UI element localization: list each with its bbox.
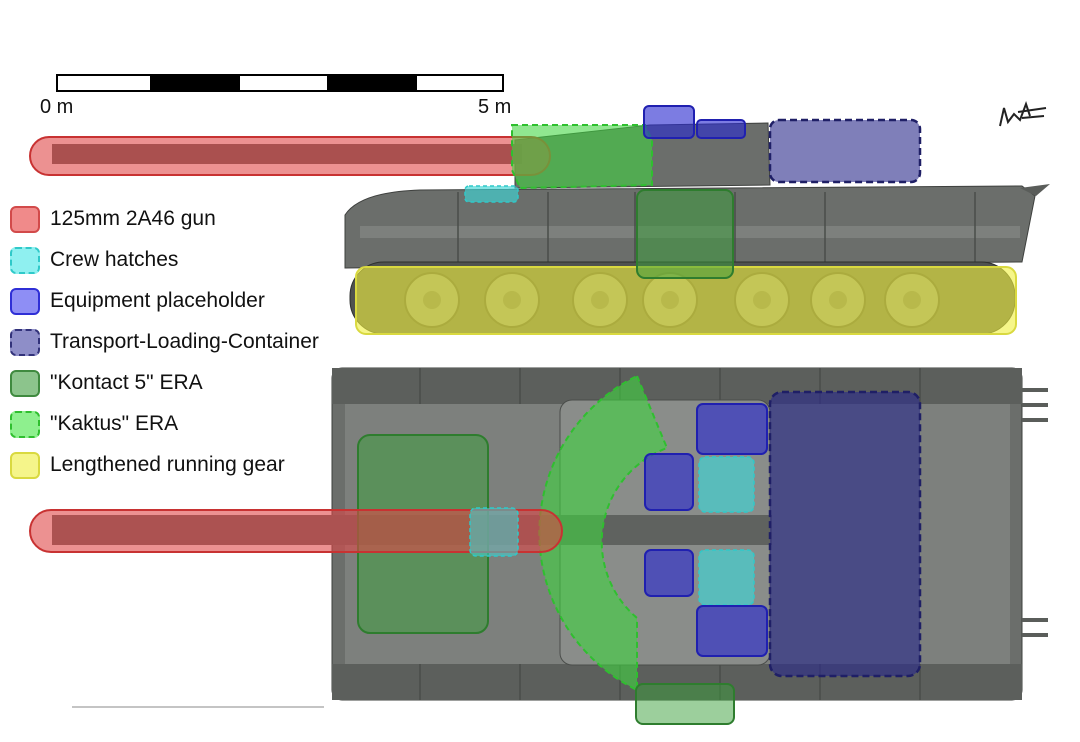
top-equipment-overlay-3 bbox=[696, 403, 768, 455]
scale-start-label: 0 m bbox=[40, 96, 74, 118]
side-equipment-overlay-1 bbox=[643, 105, 695, 139]
top-hatch-overlay-1 bbox=[698, 456, 755, 513]
legend-item-equipment: Equipment placeholder bbox=[10, 282, 380, 323]
legend-label-equipment: Equipment placeholder bbox=[50, 289, 265, 312]
legend-item-crew-hatches: Crew hatches bbox=[10, 241, 380, 282]
legend-label-crew-hatches: Crew hatches bbox=[50, 248, 179, 271]
legend-swatch-crew-hatches bbox=[10, 247, 40, 274]
top-equipment-overlay-4 bbox=[696, 605, 768, 657]
side-hatch-overlay bbox=[464, 185, 519, 203]
top-gun-overlay bbox=[29, 509, 563, 553]
legend-swatch-running-gear bbox=[10, 452, 40, 479]
top-hatch-overlay-gun bbox=[469, 507, 519, 557]
legend-swatch-container bbox=[10, 329, 40, 356]
legend-swatch-kontact5 bbox=[10, 370, 40, 397]
side-container-overlay bbox=[768, 118, 922, 184]
top-hatch-overlay-2 bbox=[698, 549, 755, 606]
top-rear-pipes bbox=[1022, 388, 1048, 637]
legend-swatch-equipment bbox=[10, 288, 40, 315]
legend-swatch-gun bbox=[10, 206, 40, 233]
legend: 125mm 2A46 gun Crew hatches Equipment pl… bbox=[10, 200, 380, 487]
legend-item-kaktus: "Kaktus" ERA bbox=[10, 405, 380, 446]
top-equipment-overlay-1 bbox=[644, 453, 694, 511]
top-container-overlay bbox=[768, 390, 922, 678]
legend-label-kontact5: "Kontact 5" ERA bbox=[50, 371, 203, 394]
side-hull-panel-lines bbox=[457, 192, 976, 262]
legend-label-kaktus: "Kaktus" ERA bbox=[50, 412, 179, 435]
top-kaktus-overlay bbox=[538, 374, 669, 692]
scale-end-label: 5 m bbox=[478, 96, 512, 118]
legend-item-running-gear: Lengthened running gear bbox=[10, 446, 380, 487]
side-equipment-overlay-2 bbox=[696, 119, 746, 139]
legend-label-gun: 125mm 2A46 gun bbox=[50, 207, 216, 230]
side-view bbox=[29, 105, 1050, 335]
side-kontact5-overlay bbox=[636, 189, 734, 279]
legend-swatch-kaktus bbox=[10, 411, 40, 438]
legend-label-container: Transport-Loading-Container bbox=[50, 330, 319, 353]
top-kontact5-front-overlay bbox=[635, 683, 735, 725]
side-kaktus-overlay bbox=[511, 124, 653, 190]
side-hull-tip bbox=[1020, 184, 1050, 196]
side-gun-overlay bbox=[29, 136, 551, 176]
scale-bar bbox=[56, 74, 504, 92]
artist-signature bbox=[999, 101, 1047, 127]
top-equipment-overlay-2 bbox=[644, 549, 694, 597]
legend-item-kontact5: "Kontact 5" ERA bbox=[10, 364, 380, 405]
legend-item-container: Transport-Loading-Container bbox=[10, 323, 380, 364]
legend-item-gun: 125mm 2A46 gun bbox=[10, 200, 380, 241]
legend-label-running-gear: Lengthened running gear bbox=[50, 453, 285, 476]
top-view bbox=[29, 367, 1048, 725]
